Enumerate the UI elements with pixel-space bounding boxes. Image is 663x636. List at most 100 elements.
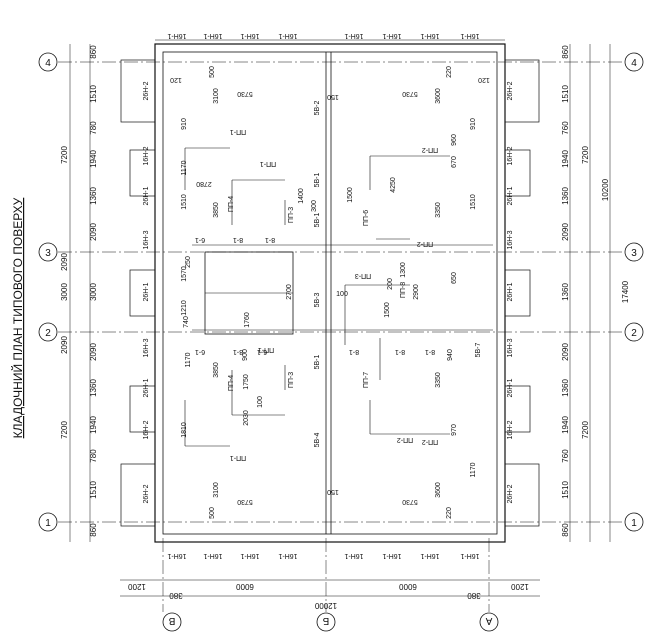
right-dimension-chain: 8601510760194013602090136020901360194076… <box>561 45 570 537</box>
window-piers-left <box>120 59 156 527</box>
axis-label: 3 <box>631 248 637 259</box>
dimension-label: 780 <box>89 121 98 135</box>
lintel-mark: 16Н-3 <box>143 230 150 249</box>
axis-label: А <box>485 615 492 626</box>
dimension-label: 6000 <box>399 582 417 591</box>
partition-mark: ПП-4 <box>228 196 235 212</box>
lintel-mark: 16Н-3 <box>143 338 150 357</box>
beam-mark: 8-1 <box>349 348 359 355</box>
lintel-mark: 16Н-1 <box>240 552 259 559</box>
lintel-mark: 16Н-3 <box>507 338 514 357</box>
dimension-label: 380 <box>169 591 183 600</box>
dimension-label: 17400 <box>621 280 630 303</box>
dimension-label: 4250 <box>390 177 397 193</box>
lintel-mark: 26Н-2 <box>507 81 514 100</box>
lintel-mark: 16Н-1 <box>382 552 401 559</box>
dimension-label: 670 <box>451 156 458 168</box>
dimension-label: 3600 <box>435 482 442 498</box>
dimension-label: 1170 <box>185 352 192 367</box>
dimension-label: 860 <box>561 523 570 537</box>
dimension-label: 1360 <box>89 379 98 397</box>
lintel-mark: 16Н-1 <box>460 552 479 559</box>
dimension-label: 7200 <box>581 146 590 164</box>
dimension-label: 3000 <box>60 283 69 301</box>
lintel-mark: 26Н-1 <box>507 186 514 205</box>
dimension-label: 380 <box>467 591 481 600</box>
lintel-mark: 16Н-1 <box>203 32 222 39</box>
dimension-label: 910 <box>470 118 477 130</box>
partition-mark: ПП-2 <box>422 146 438 153</box>
block-mark: 5В-2 <box>314 101 321 116</box>
lintel-mark: 16Н-1 <box>460 32 479 39</box>
dimension-label: 860 <box>89 45 98 59</box>
dimension-label: 150 <box>327 488 339 495</box>
dimension-label: 2700 <box>286 284 293 300</box>
dimension-label: 740 <box>183 316 190 328</box>
axis-label: 4 <box>45 58 51 69</box>
dimension-label: 10200 <box>601 178 610 201</box>
dimension-label: 2090 <box>89 223 98 241</box>
partition-mark: ПП-6 <box>363 210 370 226</box>
axis-label: 4 <box>631 58 637 69</box>
partition-mark: ПП-2 <box>417 240 433 247</box>
dimension-label: 2900 <box>413 284 420 300</box>
beam-mark: 8-1 <box>425 348 435 355</box>
dimension-label: 12000 <box>314 601 337 610</box>
beam-mark: 8-1 <box>233 348 243 355</box>
lintel-mark: 16Н-1 <box>278 552 297 559</box>
lintel-mark: 26Н-1 <box>507 378 514 397</box>
dimension-label: 100 <box>257 396 264 408</box>
axis-lines <box>58 61 632 612</box>
lintel-mark: 16Н-1 <box>203 552 222 559</box>
dimension-label: 960 <box>451 134 458 146</box>
dimension-label: 300 <box>311 200 318 212</box>
dimension-label: 120 <box>478 76 490 83</box>
block-mark: 5В-4 <box>314 433 321 448</box>
dimension-label: 1760 <box>244 312 251 328</box>
dimension-label: 1510 <box>181 194 188 210</box>
partition-mark: ПП-2 <box>422 438 438 445</box>
axis-label: 2 <box>45 328 51 339</box>
dimension-label: 2090 <box>561 223 570 241</box>
dimension-label: 3850 <box>213 362 220 378</box>
partition-mark: ПП-1 <box>260 160 276 167</box>
lintel-mark: 16Н-1 <box>344 552 363 559</box>
beam-mark: 8-1 <box>265 236 275 243</box>
lintel-mark: 26Н-1 <box>143 378 150 397</box>
dimension-label: 2090 <box>561 343 570 361</box>
dimension-label: 1510 <box>89 481 98 499</box>
dimension-label: 2780 <box>196 180 212 187</box>
dimension-lines <box>69 39 611 597</box>
dimension-label: 3350 <box>435 202 442 218</box>
partition-mark: ПП-3 <box>355 272 371 279</box>
dimension-label: 1500 <box>347 187 354 203</box>
dimension-label: 3850 <box>213 202 220 218</box>
dimension-label: 5730 <box>402 90 418 97</box>
block-mark: 5В-1 <box>314 355 321 370</box>
dimension-label: 1510 <box>561 481 570 499</box>
dimension-label: 1750 <box>243 374 250 390</box>
dimension-label: 1570 <box>181 266 188 282</box>
dimension-label: 1500 <box>384 302 391 318</box>
dimension-label: 1360 <box>561 379 570 397</box>
dimension-label: 220 <box>446 66 453 78</box>
dimension-label: 220 <box>446 507 453 519</box>
lintel-mark: 26Н-2 <box>143 484 150 503</box>
dimension-label: 1360 <box>561 187 570 205</box>
dimension-label: 1210 <box>181 300 188 316</box>
dimension-label: 2090 <box>89 343 98 361</box>
lintel-mark: 26Н-2 <box>507 484 514 503</box>
dimension-label: 2090 <box>60 336 69 354</box>
dimension-label: 250 <box>185 256 192 268</box>
dimension-label: 1200 <box>511 582 529 591</box>
partition-mark: ПП-7 <box>363 372 370 388</box>
partition-mark: ПП-4 <box>228 375 235 391</box>
dimension-label: 5730 <box>402 498 418 505</box>
dimension-label: 1510 <box>561 85 570 103</box>
lintel-mark: 16Н-1 <box>278 32 297 39</box>
beam-mark: 6-1 <box>195 348 205 355</box>
dimension-label: 3000 <box>89 283 98 301</box>
dimension-label: 3100 <box>213 482 220 498</box>
